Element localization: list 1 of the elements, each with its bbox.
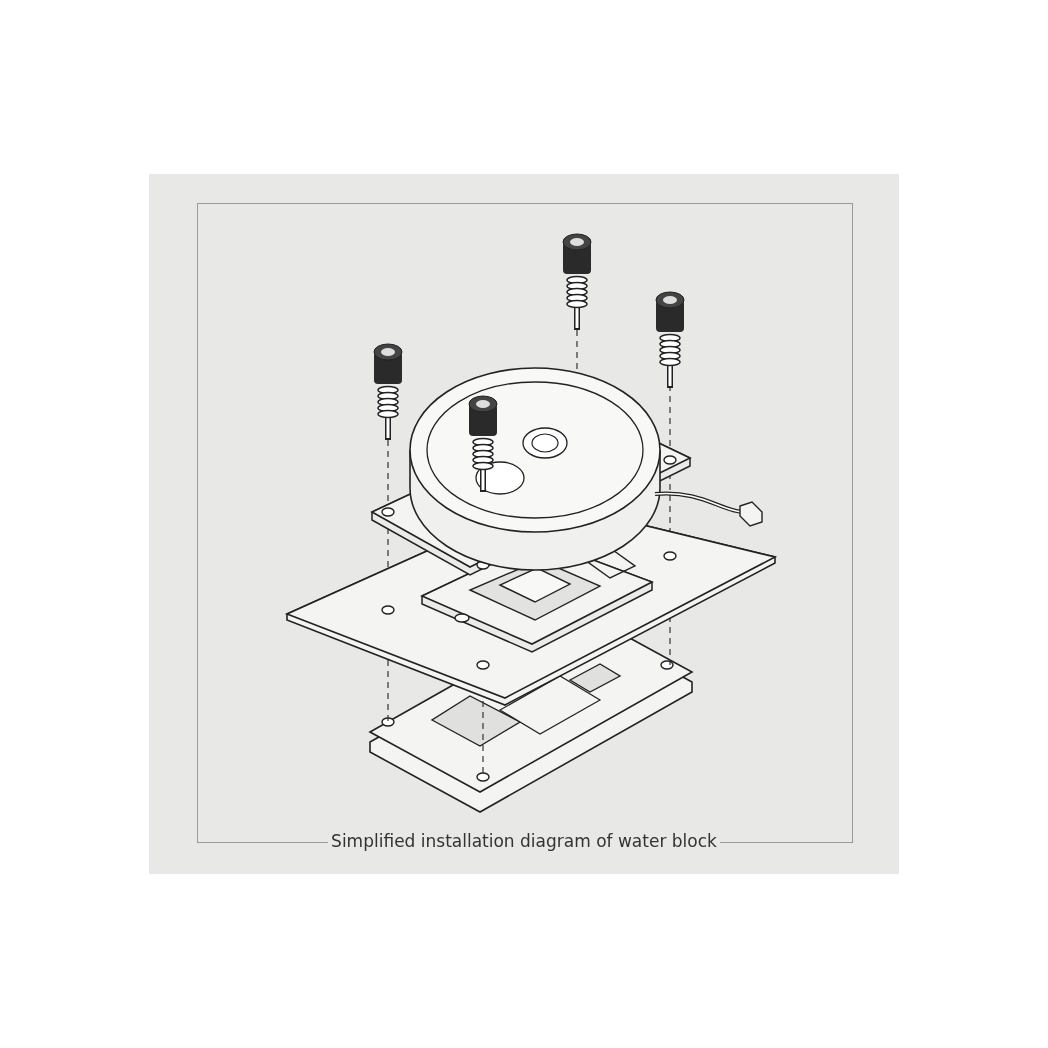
caption: Simplified installation diagram of water block (328, 830, 720, 852)
